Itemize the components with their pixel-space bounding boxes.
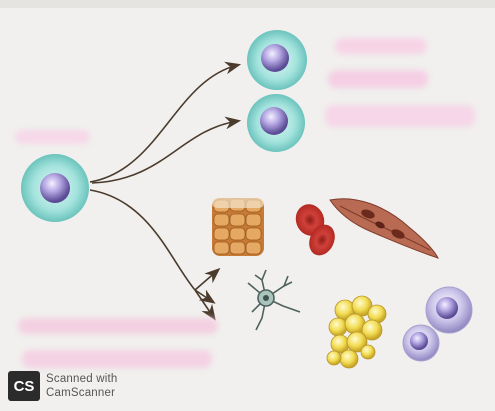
blood-stem-cell-upper xyxy=(247,30,307,90)
redacted-label-bottom-left-1 xyxy=(18,318,218,334)
stem-cell xyxy=(21,154,89,222)
redacted-label-top-right-1 xyxy=(335,38,427,54)
watermark-line-2: CamScanner xyxy=(46,386,117,400)
redacted-label-bottom-left-2 xyxy=(22,350,212,368)
camscanner-watermark: CS Scanned with CamScanner xyxy=(8,370,117,402)
camscanner-logo-icon: CS xyxy=(8,371,40,401)
bone-tissue-icon xyxy=(212,198,264,256)
redacted-label-top-right-2 xyxy=(328,70,428,88)
redacted-label-top-right-3 xyxy=(325,105,475,127)
blood-stem-cell-lower xyxy=(247,94,305,152)
watermark-line-1: Scanned with xyxy=(46,372,117,386)
camscanner-text: Scanned with CamScanner xyxy=(46,372,117,400)
redacted-label-left xyxy=(15,130,90,144)
